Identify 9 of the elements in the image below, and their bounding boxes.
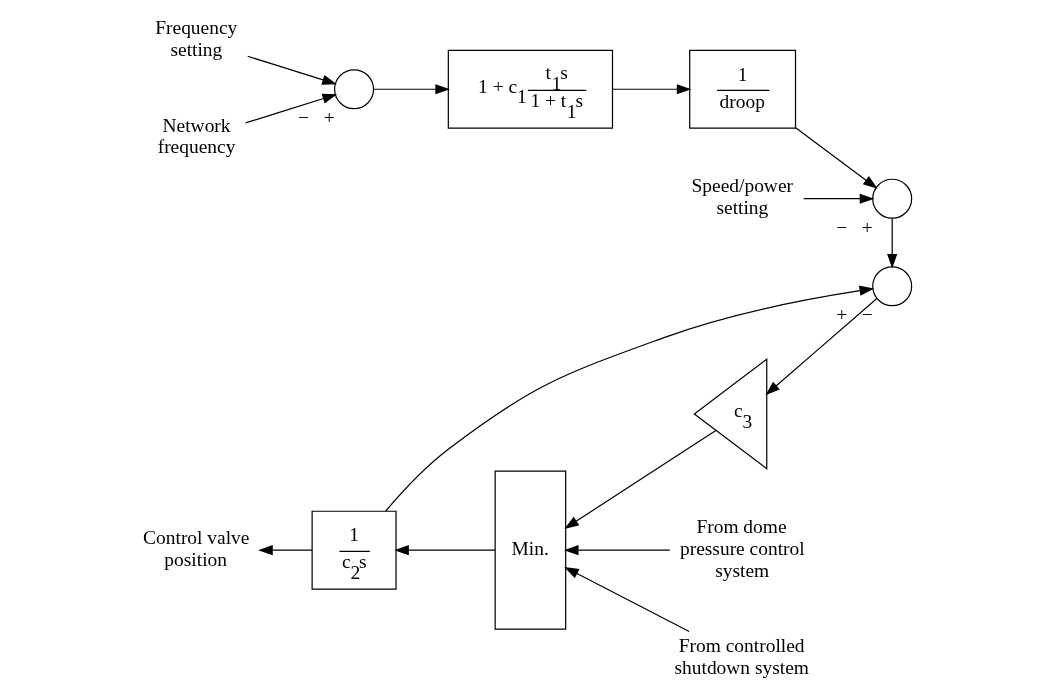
node-label: + − <box>836 303 873 325</box>
node-text: Network frequency <box>157 114 236 157</box>
node-text: From dome pressure control system <box>679 515 805 581</box>
node-text: From controlled shutdown system <box>674 634 809 678</box>
node-label: − + <box>298 106 335 128</box>
node-text: Speed/power setting <box>691 174 794 218</box>
node-text: Frequency setting <box>155 16 238 60</box>
node-label: − + <box>836 216 873 238</box>
node-text: Control valve position <box>143 526 250 570</box>
